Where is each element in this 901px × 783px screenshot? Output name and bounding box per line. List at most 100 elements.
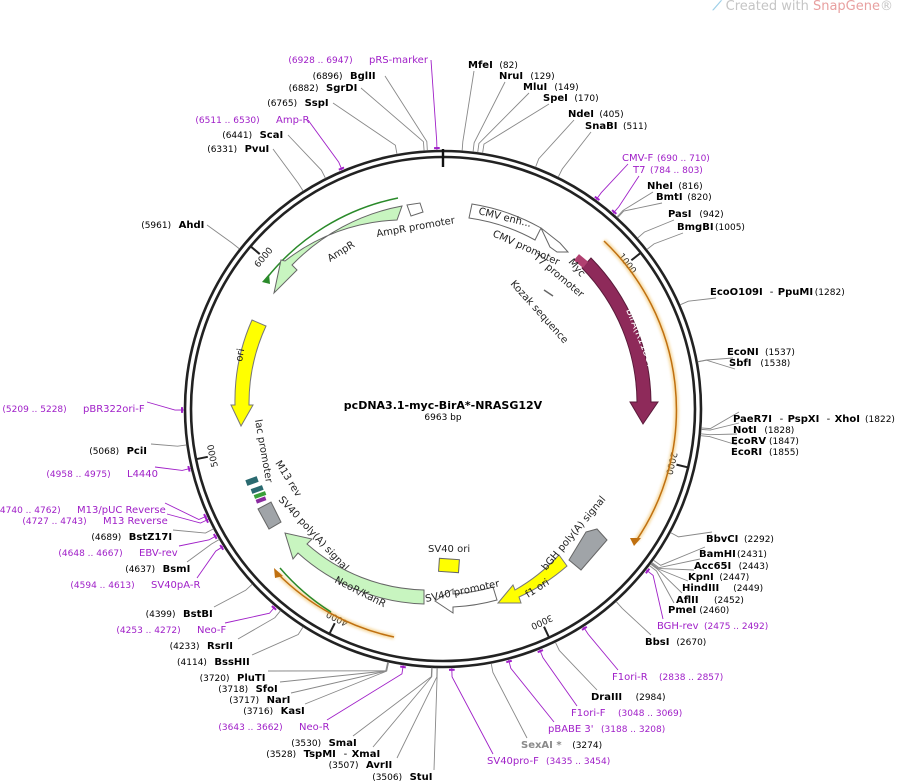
label-BsmI: (4637)BsmI [125,564,190,575]
label-name: BssHII [214,657,249,668]
label-CMVF: CMV-F(690 .. 710) [622,153,710,164]
label-name: Acc65I [694,561,731,572]
label-position: (2670) [676,638,706,648]
label-leader [616,191,654,218]
label-leader [482,103,550,154]
label-position: (4399) [146,610,176,620]
label-name: SgrDI [326,83,357,94]
label-position: (4740 .. 4762) [0,506,61,516]
label-EBVrev: (4648 .. 4667)EBV-rev [58,548,177,559]
label-extra2: XhoI [835,414,860,425]
label-leader [326,664,404,721]
plasmid-name: pcDNA3.1-myc-BirA*-NRASG12V [344,399,543,412]
label-name: PciI [127,446,147,457]
feature-sv40prom-arrow [434,586,498,614]
label-leader [360,87,425,151]
label-name: Amp-R [276,115,310,126]
label-position: (2452) [714,596,744,606]
label-leader [287,134,326,179]
label-name: EBV-rev [139,548,178,559]
feature-myc-box [573,254,589,268]
label-leader [701,422,740,431]
label-leader [213,583,253,608]
label-position: (3048 .. 3069) [618,709,682,719]
label-leader [433,667,438,771]
label-name: KasI [281,706,305,717]
label-leader [701,411,740,430]
label-NheI: NheI(816) [647,181,703,192]
label-NdeI: NdeI(405) [568,109,624,120]
label-name: SspI [305,98,329,109]
snapgene-logo-icon: ⟋ [712,0,722,14]
label-leader [461,70,475,151]
label-name: CMV-F [622,153,653,164]
label-SgrDI: (6882)SgrDI [289,83,358,94]
label-position: (4594 .. 4613) [70,581,134,591]
label-name: pRS-marker [369,55,429,66]
label-RsrII: (4233)RsrII [170,641,233,652]
label-PvuI: (6331) PvuI [207,144,269,155]
label-position: (4114) [177,658,207,668]
label-leader [396,667,438,759]
label-position: (170) [574,94,598,104]
label-leader [477,92,530,153]
label-position: (1828) [764,426,794,436]
label-position: (6331) [207,145,237,155]
label-name: EcoO109I [710,287,763,298]
feature-cap-block [253,491,267,499]
label-name: SV40pA-R [151,580,200,591]
label-name: PvuI [245,144,270,155]
scale-label: 5000 [206,443,220,468]
label-pRS: (6928 .. 6947)pRS-marker [288,55,428,66]
label-name: ScaI [260,130,284,141]
watermark-prefix: Created with [725,0,813,14]
label-position: (129) [530,72,554,82]
label-leader [307,119,343,171]
label-pBR: (5209 .. 5228)pBR322ori-F [2,404,144,415]
primer-mark [611,209,618,215]
label-position: (511) [623,122,647,132]
feature-ori-label: ori [234,348,247,363]
feature-ampr-arrow [273,205,403,295]
label-NeoR_p: (3643 .. 3662)Neo-R [218,722,329,733]
label-name: EcoRI [731,447,762,458]
feature-kozak-mark [543,289,554,297]
label-position: (1855) [769,448,799,458]
label-position: (3188 .. 3208) [601,725,665,735]
plasmid-length: 6963 bp [424,413,461,423]
label-position: (1538) [760,359,790,369]
label-leader [595,163,629,201]
label-position: (3274) [572,741,602,751]
label-BbsI: BbsI(2670) [645,637,706,648]
label-SexAI: SexAI *(3274) [521,740,602,751]
label-BGHrev: BGH-rev(2475 .. 2492) [657,621,768,632]
scale-label: 3000 [529,612,554,631]
label-HindIII: HindIII(2449) [682,583,763,594]
label-position: (4958 .. 4975) [46,470,110,480]
feature-m13-block [250,485,264,494]
label-leader [637,219,675,239]
label-leader [617,202,663,219]
label-position: (816) [678,182,702,192]
label-leader [650,563,689,582]
label-position: (942) [699,210,723,220]
label-leader [146,401,185,411]
label-L4440: (4958 .. 4975)L4440 [46,469,158,480]
label-leader [290,662,389,694]
label-name: pBR322ori-F [83,404,145,415]
feature-lac-block [245,476,259,486]
primer-mark [212,533,218,540]
label-leader [272,148,304,192]
label-name: PluTI [237,673,265,684]
feature-neor-arrow [284,532,425,605]
label-name: AvrII [366,760,392,771]
label-name: EcoRV [731,436,766,447]
label-position: (3507) [329,761,359,771]
label-position: (1282) [815,288,845,298]
label-name: SV40pro-F [487,756,539,767]
label-extra: XmaI [352,749,381,760]
feature-sv40pa-gray [257,501,282,530]
label-leader [490,663,528,739]
feature-sv40ori-box [438,557,460,574]
label-leader [651,558,701,569]
